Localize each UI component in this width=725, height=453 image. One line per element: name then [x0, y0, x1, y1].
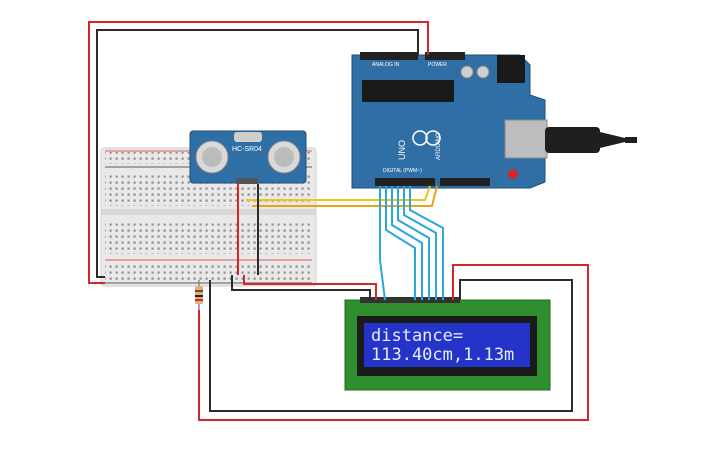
wire-blue-5: [403, 186, 437, 300]
sensor-label: HC-SR04: [232, 146, 262, 153]
wire-black-top: [96, 29, 419, 278]
wire-blue-3: [391, 186, 423, 300]
hc-sr04-sensor[interactable]: HC-SR04: [189, 130, 307, 184]
wire-red-top: [88, 21, 429, 284]
lcd-line-1: distance=: [371, 326, 463, 346]
wire-blue-2: [385, 186, 416, 300]
usb-cable[interactable]: [545, 127, 637, 153]
wire-blue-1: [379, 186, 386, 301]
wire-black-lcd: [209, 279, 573, 412]
wire-yellow-1: [246, 185, 431, 201]
digital-header-label: DIGITAL (PWM~): [383, 168, 422, 174]
lcd-line-2: 113.40cm,1.13m: [371, 345, 514, 365]
wire-red-lcd-vcc: [243, 275, 377, 300]
wire-red-lcd: [198, 264, 589, 421]
power-header-label: POWER: [428, 62, 447, 68]
resistor[interactable]: [195, 280, 203, 310]
wire-blue-6: [409, 186, 444, 300]
wire-blue-4: [397, 186, 430, 300]
analog-header-label: ANALOG IN: [372, 62, 400, 68]
arduino-uno-board[interactable]: ARDUINO UNO ANALOG IN POWER DIGITAL (PWM…: [351, 52, 548, 189]
arduino-model-label: UNO: [397, 140, 407, 160]
wire-yellow-2: [252, 185, 438, 207]
arduino-brand-label: ARDUINO: [436, 132, 442, 160]
lcd-16x2-display[interactable]: distance= 113.40cm,1.13m: [344, 297, 551, 391]
wire-black-lcd-gnd: [231, 275, 371, 300]
wires[interactable]: [88, 21, 589, 421]
